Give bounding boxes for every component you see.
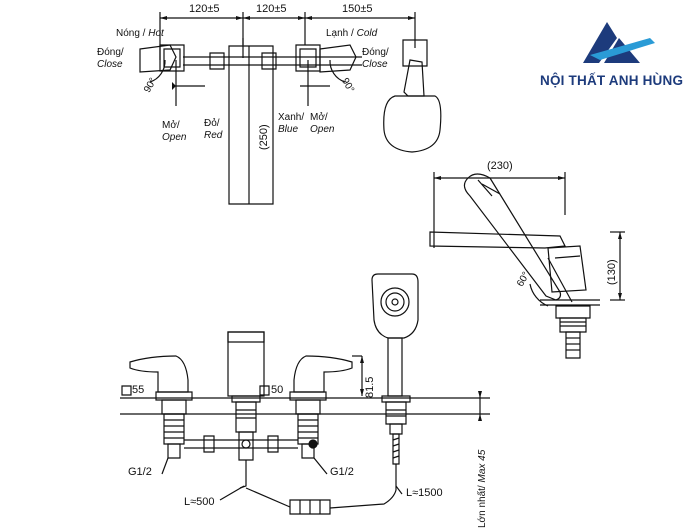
- brand-logo-icon: [583, 22, 655, 63]
- label-hose-long: L≈1500: [406, 487, 443, 499]
- dim-deck-height: (130): [606, 259, 618, 285]
- label-open-right-vn: Mở/: [310, 112, 328, 123]
- square-55-marker: [122, 386, 131, 395]
- side-view: [430, 172, 625, 358]
- label-hose-short: L≈500: [184, 496, 215, 508]
- dim-spout-height: (250): [258, 124, 270, 150]
- label-thread-left: G1/2: [128, 466, 152, 478]
- left-handle-base: [160, 45, 184, 71]
- label-close-left-vn: Đóng/: [97, 47, 124, 58]
- dim-top-right: 150±5: [342, 3, 373, 15]
- label-thread-right: G1/2: [330, 466, 354, 478]
- dim-top-mid: 120±5: [256, 3, 287, 15]
- center-spout-top: [229, 46, 273, 204]
- label-close-right-vn: Đóng/: [362, 47, 389, 58]
- hand-shower-head-top: [384, 96, 441, 152]
- dim-top-left: 120±5: [189, 3, 220, 15]
- label-open-right-en: Open: [310, 124, 335, 135]
- label-close-right-en: Close: [362, 59, 388, 70]
- front-elevation: [120, 274, 490, 514]
- label-max-depth: Lớn nhất/ Max 45: [477, 449, 488, 528]
- label-blue-en: Blue: [278, 124, 299, 135]
- label-hot: Nóng / Hot: [116, 28, 164, 39]
- brand-name: NỘI THẤT ANH HÙNG: [540, 73, 684, 88]
- label-open-left-vn: Mở/: [162, 120, 180, 131]
- label-close-left-en: Close: [97, 59, 123, 70]
- dim-spout-side-height: 81.5: [364, 376, 376, 398]
- label-sq50: 50: [271, 384, 284, 396]
- hand-shower-head: [372, 274, 418, 338]
- right-handle: [294, 356, 352, 392]
- side-hand-shower: [464, 174, 560, 300]
- label-red-vn: Đỏ/: [204, 118, 220, 129]
- dim-deck-length: (230): [487, 160, 513, 172]
- top-plan-view: [140, 12, 441, 204]
- label-blue-vn: Xanh/: [278, 112, 305, 123]
- label-cold: Lạnh / Cold: [326, 28, 378, 39]
- label-sq55: 55: [132, 384, 145, 396]
- label-red-en: Red: [204, 130, 223, 141]
- left-handle: [130, 356, 188, 392]
- label-open-left-en: Open: [162, 132, 187, 143]
